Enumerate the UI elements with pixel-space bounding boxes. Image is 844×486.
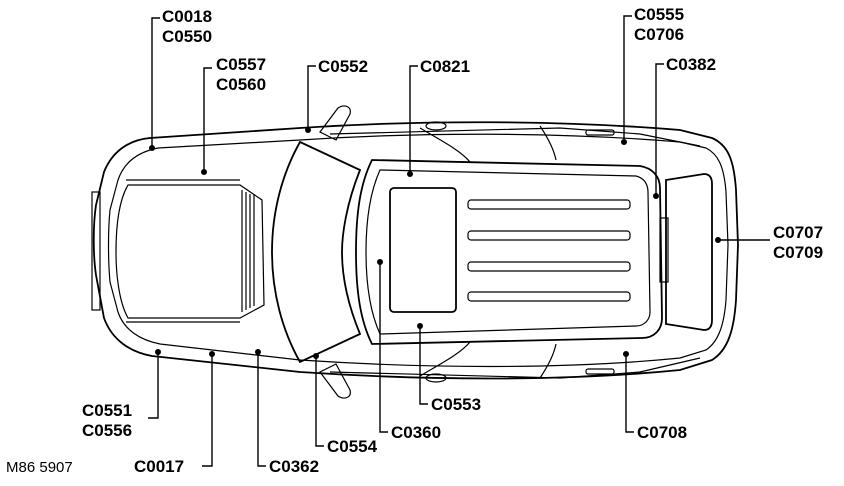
label-c0709: C0709 <box>773 243 823 262</box>
door-line-top <box>329 127 701 147</box>
leader-c0551 <box>148 352 159 419</box>
leader-c0554 <box>315 356 324 447</box>
bonnet-outline <box>115 184 265 319</box>
point-c0555 <box>621 139 627 145</box>
c-pillar-top <box>539 125 557 161</box>
point-c0553 <box>417 323 423 329</box>
connector-labels: C0018 C0550 C0557 C0560 C0552 C0821 C055… <box>6 5 823 476</box>
fuel-cap-top <box>425 121 447 131</box>
door-line-bottom <box>329 357 701 379</box>
leader-c0557 <box>203 67 212 172</box>
label-c0706: C0706 <box>634 25 684 44</box>
label-c0551: C0551 <box>82 401 132 420</box>
body-outer-outline <box>92 121 739 380</box>
leader-lines <box>148 15 770 467</box>
label-c0382: C0382 <box>666 55 716 74</box>
point-c0382 <box>653 193 659 199</box>
leader-c0017 <box>202 354 213 467</box>
label-c0018: C0018 <box>162 7 212 26</box>
label-c0708: C0708 <box>637 423 687 442</box>
body-inner-outline <box>107 133 729 368</box>
point-c0018 <box>149 145 155 151</box>
leader-c0382 <box>655 63 664 196</box>
label-c0553: C0553 <box>431 395 481 414</box>
leader-c0708 <box>625 354 634 433</box>
door-handle-top <box>585 129 615 136</box>
point-c0707 <box>715 237 721 243</box>
cowl-vent <box>241 190 255 312</box>
point-c0551 <box>155 349 161 355</box>
label-c0557: C0557 <box>216 55 266 74</box>
leader-c0552 <box>307 65 316 130</box>
point-c0552 <box>305 127 311 133</box>
roof-slats <box>467 199 631 302</box>
label-c0360: C0360 <box>391 423 441 442</box>
rear-spoiler <box>659 217 669 283</box>
rear-window <box>665 173 713 331</box>
c-pillar-bottom <box>539 343 557 379</box>
point-c0821 <box>407 171 413 177</box>
label-c0554: C0554 <box>327 437 378 456</box>
figure-code: M86 5907 <box>6 459 73 476</box>
label-c0552: C0552 <box>318 57 368 76</box>
vehicle-outline <box>91 105 739 399</box>
roof-outline <box>355 159 663 345</box>
label-c0550: C0550 <box>162 27 212 46</box>
point-c0557 <box>201 169 207 175</box>
leader-c0555 <box>623 15 632 142</box>
label-c0707: C0707 <box>773 223 823 242</box>
point-c0017 <box>209 351 215 357</box>
leader-c0362 <box>257 352 266 467</box>
b-pillar-bottom <box>419 341 471 377</box>
label-c0560: C0560 <box>216 75 266 94</box>
label-c0362: C0362 <box>269 457 319 476</box>
point-c0360 <box>377 259 383 265</box>
point-c0554 <box>313 353 319 359</box>
mirror-top <box>319 105 351 141</box>
sunroof <box>389 187 457 313</box>
leader-c0821 <box>409 65 418 174</box>
fuel-cap-bottom <box>425 373 447 383</box>
point-c0362 <box>255 349 261 355</box>
label-c0555: C0555 <box>634 5 684 24</box>
front-bumper <box>91 191 101 311</box>
leader-c0553 <box>419 326 428 405</box>
label-c0821: C0821 <box>420 57 470 76</box>
leader-c0360 <box>379 262 388 433</box>
label-c0017: C0017 <box>134 457 184 476</box>
b-pillar-top <box>419 127 471 163</box>
leader-c0018 <box>151 17 160 148</box>
mirror-bottom <box>319 363 351 399</box>
roof-inner-outline <box>365 169 651 335</box>
label-c0556: C0556 <box>82 421 132 440</box>
door-handle-bottom <box>585 368 615 375</box>
point-c0708 <box>623 351 629 357</box>
windscreen-outline <box>271 140 362 364</box>
